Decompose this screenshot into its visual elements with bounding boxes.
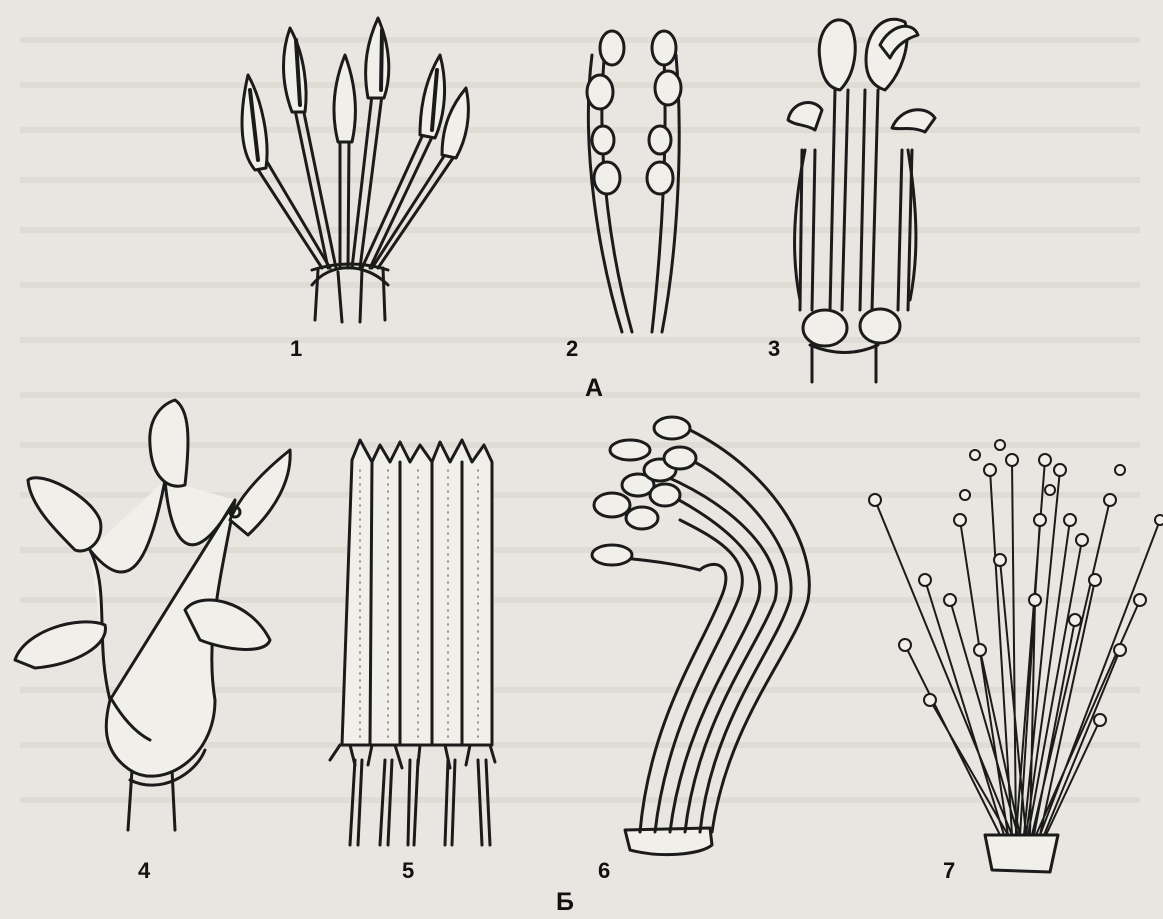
stamen-drawing-6 [592, 417, 809, 855]
panel-number-7: 7 [943, 860, 955, 882]
stamen-drawing-1 [242, 18, 468, 322]
panel-number-5: 5 [402, 860, 414, 882]
stamen-drawing-3 [788, 19, 935, 382]
panel-number-4: 4 [138, 860, 150, 882]
stamen-drawing-4 [15, 400, 290, 830]
panel-number-2: 2 [566, 338, 578, 360]
panel-number-3: 3 [768, 338, 780, 360]
panel-number-6: 6 [598, 860, 610, 882]
group-label-bottom: Б [556, 890, 574, 915]
stamen-drawing-5 [330, 440, 495, 845]
stamen-drawing-7 [869, 440, 1163, 872]
group-label-top: А [585, 376, 603, 401]
panel-number-1: 1 [290, 338, 302, 360]
